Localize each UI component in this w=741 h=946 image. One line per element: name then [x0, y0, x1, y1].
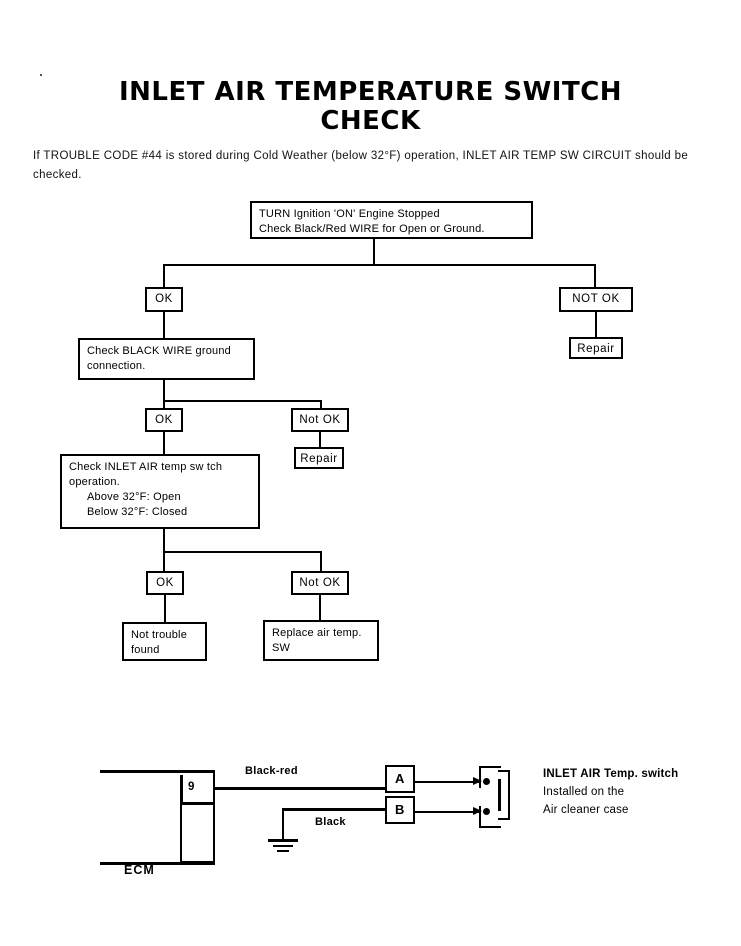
- scan-speck: [40, 74, 42, 76]
- flow-start-box: TURN Ignition 'ON' Engine Stopped Check …: [250, 201, 533, 239]
- flow-branch2-ok: OK: [145, 408, 183, 432]
- switch-note-line-2: Installed on the: [543, 786, 625, 798]
- flow-branch3-not-ok: Not OK: [291, 571, 349, 595]
- ecm-bottom-rail: [100, 862, 215, 865]
- connector-check1-down: [163, 380, 165, 400]
- wire-black-red-label: Black-red: [243, 765, 300, 777]
- title-line-1: INLET AIR TEMPERATURE SWITCH: [118, 77, 623, 107]
- switch-contact-b-dot: [483, 808, 490, 815]
- flow-check-black-wire-box: Check BLACK WIRE ground connection.: [78, 338, 255, 380]
- start-box-line-2: Check Black/Red WIRE for Open or Ground.: [259, 223, 485, 235]
- ecm-connector-left-lower: [180, 805, 182, 863]
- result-notok-line-2: SW: [272, 642, 291, 654]
- connector-branch1-left: [163, 264, 375, 266]
- connector-ok2-down: [163, 400, 165, 408]
- switch-contact-bar: [498, 779, 501, 811]
- switch-shell-top: [498, 770, 510, 772]
- ecm-connector-bottom: [180, 861, 215, 863]
- connector-ok3-to-result: [164, 595, 166, 622]
- switch-note-line-1: INLET AIR Temp. switch: [543, 768, 679, 780]
- connector-notok1-down: [594, 264, 596, 287]
- ecm-connector-right: [213, 770, 215, 863]
- flow-result-replace-switch: Replace air temp. SW: [263, 620, 379, 661]
- switch-body-top: [479, 766, 501, 768]
- ecm-connector-left-upper: [180, 775, 183, 805]
- check-black-wire-line-1: Check BLACK WIRE ground: [87, 345, 231, 357]
- flow-branch2-repair: Repair: [294, 447, 344, 469]
- check-inlet-line-4: Below 32°F: Closed: [87, 506, 188, 518]
- connector-ok3-down: [163, 551, 165, 571]
- connector-check2-down: [163, 529, 165, 551]
- ecm-connector-divider: [180, 802, 215, 805]
- switch-body-left-lower: [479, 806, 481, 828]
- wire-black-ground-drop: [282, 808, 284, 839]
- connector-notok1-to-repair: [595, 312, 597, 337]
- page-title: INLET AIR TEMPERATURE SWITCH CHECK: [0, 78, 741, 136]
- connector-notok3-down: [320, 551, 322, 571]
- switch-body-bottom: [479, 826, 501, 828]
- flow-branch1-ok: OK: [145, 287, 183, 312]
- flow-branch3-ok: OK: [146, 571, 184, 595]
- wire-black-line: [282, 808, 385, 811]
- connector-ok1-to-check: [163, 312, 165, 338]
- ground-bar-1-icon: [268, 839, 298, 842]
- wire-b-to-switch: [415, 811, 481, 813]
- switch-shell-right: [508, 770, 510, 820]
- check-inlet-line-1: Check INLET AIR temp sw tch: [69, 461, 223, 473]
- title-line-2: CHECK: [320, 106, 421, 136]
- wire-a-to-switch: [415, 781, 481, 783]
- flow-result-not-trouble-found: Not trouble found: [122, 622, 207, 661]
- terminal-b-box: B: [385, 796, 415, 824]
- connector-notok2-down: [320, 400, 322, 408]
- connector-branch3-bar: [163, 551, 322, 553]
- connector-start-down: [373, 239, 375, 264]
- flow-branch2-not-ok: Not OK: [291, 408, 349, 432]
- terminal-a-box: A: [385, 765, 415, 793]
- arrow-a-icon: [473, 777, 482, 785]
- result-ok-line-2: found: [131, 644, 160, 656]
- ground-bar-2-icon: [273, 845, 293, 847]
- flow-check-inlet-switch-box: Check INLET AIR temp sw tch operation. A…: [60, 454, 260, 529]
- switch-note-line-3: Air cleaner case: [543, 804, 629, 816]
- connector-branch1-right: [373, 264, 596, 266]
- ecm-top-rail: [100, 770, 215, 773]
- intro-paragraph: If TROUBLE CODE #44 is stored during Col…: [33, 150, 689, 181]
- switch-contact-a-dot: [483, 778, 490, 785]
- switch-note: INLET AIR Temp. switch Installed on the …: [543, 765, 678, 819]
- check-inlet-line-3: Above 32°F: Open: [87, 491, 181, 503]
- connector-ok1-down: [163, 264, 165, 287]
- connector-branch2-bar: [163, 400, 322, 402]
- flow-branch1-not-ok: NOT OK: [559, 287, 633, 312]
- connector-notok3-to-result: [319, 595, 321, 620]
- switch-body-left-upper: [479, 766, 481, 788]
- ecm-pin-number: 9: [188, 781, 195, 793]
- check-inlet-line-2: operation.: [69, 476, 120, 488]
- check-black-wire-line-2: connection.: [87, 360, 146, 372]
- arrow-b-icon: [473, 807, 482, 815]
- connector-notok2-to-repair: [319, 432, 321, 447]
- connector-ok2-to-check: [163, 432, 165, 454]
- result-notok-line-1: Replace air temp.: [272, 627, 362, 639]
- flow-branch1-repair: Repair: [569, 337, 623, 359]
- wire-black-red-line: [213, 787, 385, 790]
- start-box-line-1: TURN Ignition 'ON' Engine Stopped: [259, 208, 440, 220]
- switch-shell-bottom: [498, 818, 510, 820]
- wire-black-label: Black: [313, 816, 348, 828]
- ground-bar-3-icon: [277, 850, 289, 852]
- result-ok-line-1: Not trouble: [131, 629, 188, 641]
- ecm-label: ECM: [124, 863, 155, 877]
